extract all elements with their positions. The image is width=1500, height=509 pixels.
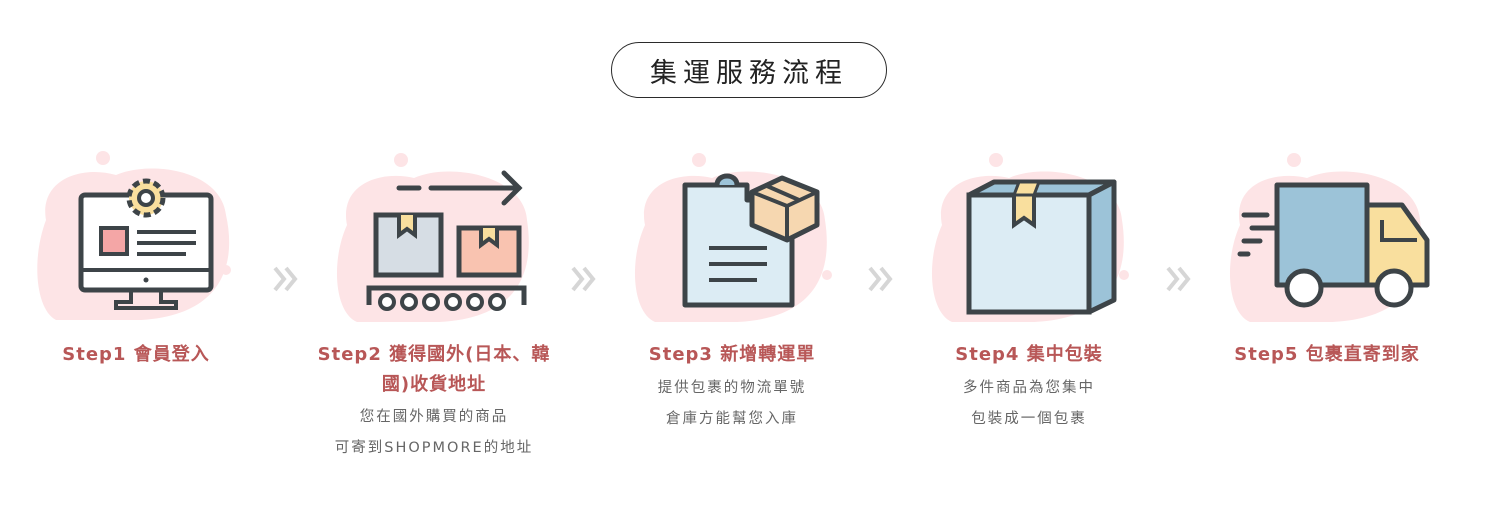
step-4: Step4 集中包裝 多件商品為您集中 包裝成一個包裹 (899, 140, 1159, 435)
step-2-title: Step2 獲得國外(日本、韓國)收貨地址 (317, 344, 551, 395)
step-4-desc-1: 多件商品為您集中 (963, 380, 1095, 396)
page-title: 集運服務流程 (611, 42, 887, 98)
step-3-desc-2: 倉庫方能幫您入庫 (666, 411, 798, 427)
step-2-desc-1: 您在國外購買的商品 (359, 409, 509, 425)
step-3-desc-1: 提供包裹的物流單號 (657, 380, 807, 396)
step-4-title: Step4 集中包裝 (955, 344, 1103, 365)
conveyor-boxes-icon (319, 140, 549, 330)
step-5: Step5 包裹直寄到家 (1197, 140, 1457, 370)
chevron-right-icon (567, 262, 601, 296)
step-2-desc-2: 可寄到SHOPMORE的地址 (334, 440, 534, 456)
step-5-title: Step5 包裹直寄到家 (1234, 344, 1420, 365)
chevron-right-icon (1162, 262, 1196, 296)
chevron-right-icon (269, 262, 303, 296)
step-4-desc-2: 包裝成一個包裹 (971, 411, 1087, 427)
clipboard-box-icon (617, 140, 847, 330)
step-1-title: Step1 會員登入 (62, 344, 210, 365)
delivery-truck-icon (1212, 140, 1442, 330)
step-3: Step3 新增轉運單 提供包裹的物流單號 倉庫方能幫您入庫 (602, 140, 862, 435)
step-3-title: Step3 新增轉運單 (648, 344, 816, 365)
package-box-icon (914, 140, 1144, 330)
chevron-right-icon (864, 262, 898, 296)
step-2: Step2 獲得國外(日本、韓國)收貨地址 您在國外購買的商品 可寄到SHOPM… (304, 140, 564, 464)
step-1: Step1 會員登入 (6, 140, 266, 370)
computer-settings-icon (21, 140, 251, 330)
